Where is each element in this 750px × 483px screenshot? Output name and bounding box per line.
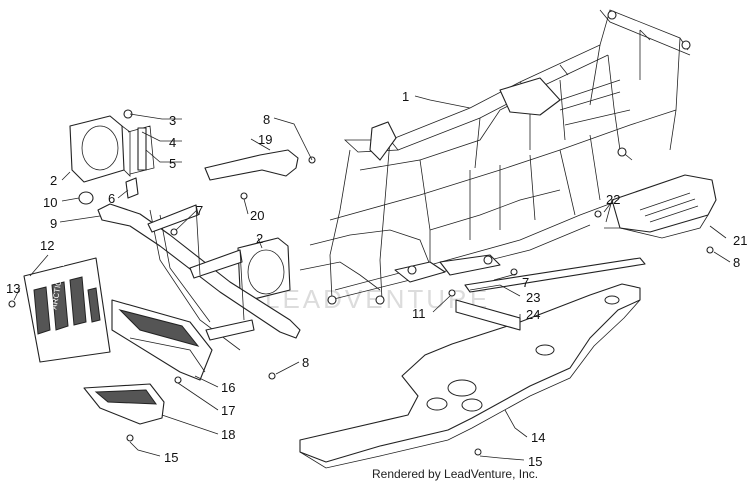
front-skid-piece <box>83 383 165 425</box>
callout-6: 6 <box>108 191 115 206</box>
callout-5: 5 <box>169 156 176 171</box>
callout-11: 11 <box>412 306 426 321</box>
callout-21: 21 <box>733 233 747 248</box>
callout-17: 17 <box>221 403 235 418</box>
callout-14: 14 <box>531 430 545 445</box>
callout-15-right: 15 <box>528 454 542 469</box>
headlight-bracket <box>123 109 155 199</box>
callout-7-left: 7 <box>196 203 203 218</box>
callout-8-right: 8 <box>733 255 740 270</box>
callout-18: 18 <box>221 427 235 442</box>
hardware <box>8 228 518 442</box>
callout-23: 23 <box>526 290 540 305</box>
callout-24: 24 <box>526 307 540 322</box>
callout-16: 16 <box>221 380 235 395</box>
callout-9: 9 <box>50 216 57 231</box>
callout-3: 3 <box>169 113 176 128</box>
callout-8-top: 8 <box>263 112 270 127</box>
upper-bracket <box>204 149 316 200</box>
callout-15-left: 15 <box>164 450 178 465</box>
lower-guard <box>111 299 213 381</box>
leader-lines <box>13 95 731 461</box>
callout-19: 19 <box>258 132 272 147</box>
main-frame <box>299 9 691 305</box>
callout-13: 13 <box>6 281 20 296</box>
rear-footrest <box>594 174 717 254</box>
callout-7-right: 7 <box>522 275 529 290</box>
skid-rails <box>455 257 646 331</box>
headlight-right <box>237 237 291 301</box>
headlight-left <box>69 115 131 183</box>
grommet <box>78 191 94 205</box>
callout-22: 22 <box>606 192 620 207</box>
front-panel: ARCTIC CAT <box>23 257 111 363</box>
callout-20: 20 <box>250 208 264 223</box>
callout-1: 1 <box>402 89 409 104</box>
skid-plate <box>299 283 641 469</box>
callout-8-bottom: 8 <box>302 355 309 370</box>
callout-4: 4 <box>169 135 176 150</box>
render-credit: Rendered by LeadVenture, Inc. <box>372 467 539 481</box>
callouts: 1 2 2 3 4 5 6 7 7 8 8 8 9 10 11 12 13 14… <box>6 89 747 469</box>
callout-10: 10 <box>43 195 57 210</box>
front-bumper <box>97 203 301 351</box>
callout-2-left: 2 <box>50 173 57 188</box>
callout-12: 12 <box>40 238 54 253</box>
callout-2-right: 2 <box>256 231 263 246</box>
